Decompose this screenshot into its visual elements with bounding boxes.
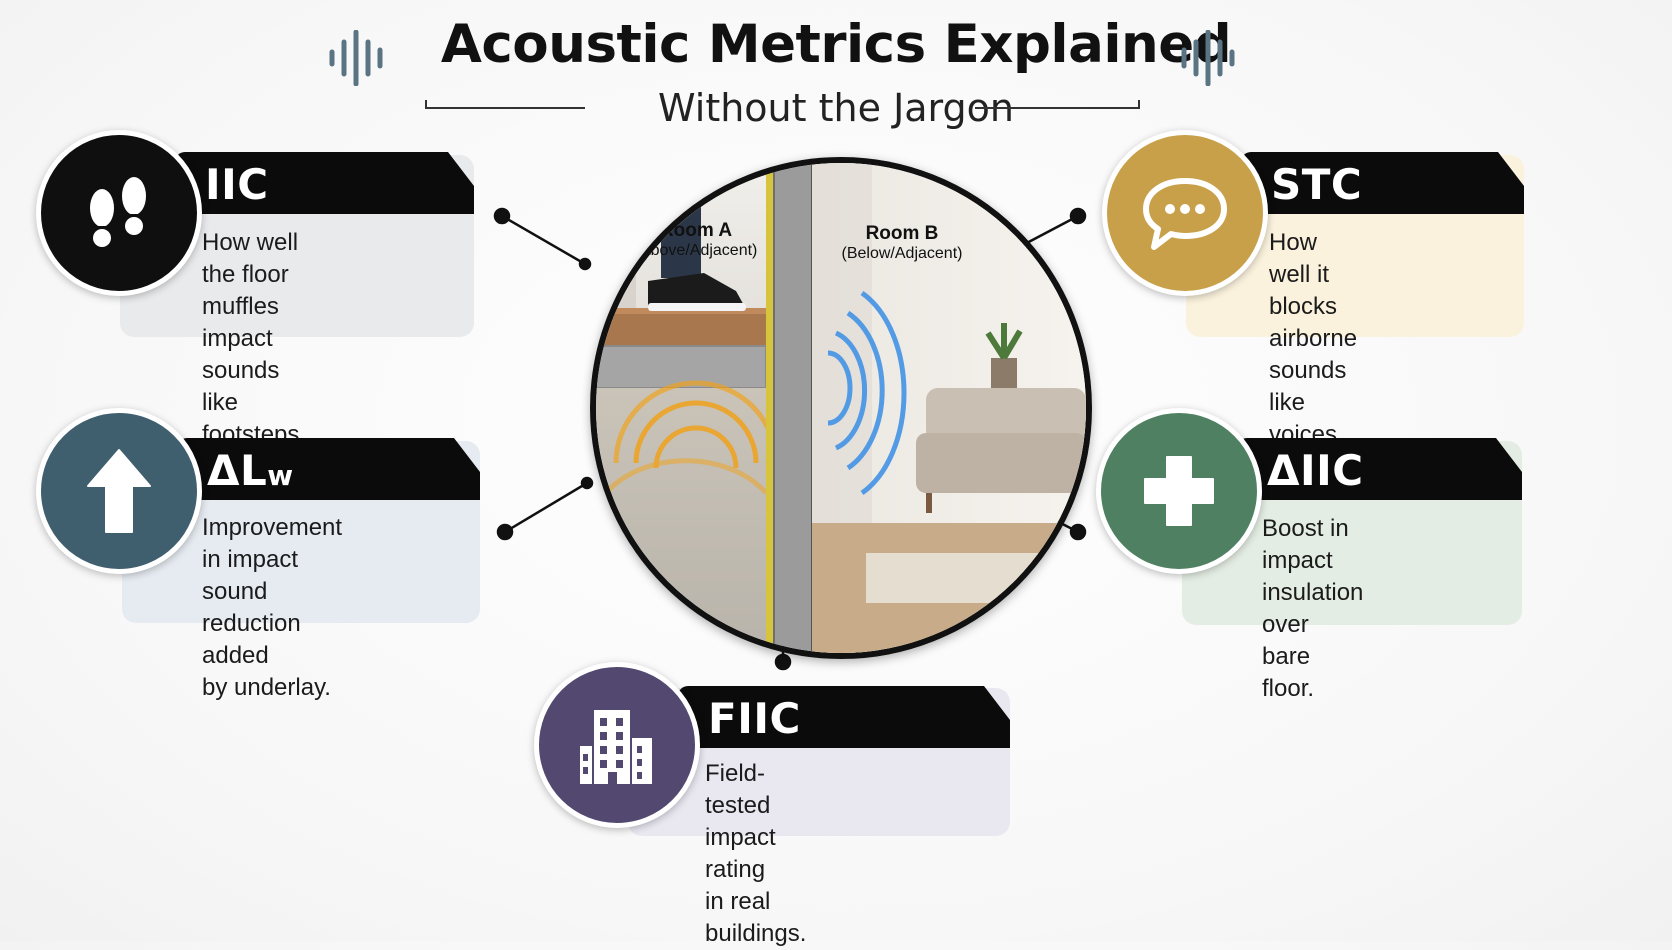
subtitle-rule-end	[1138, 100, 1140, 109]
metric-description: Field-tested impact rating in real build…	[705, 760, 807, 947]
metric-label: ΔLw	[207, 446, 294, 495]
plus-icon	[1144, 456, 1214, 526]
building-icon	[580, 710, 652, 784]
metric-label: IIC	[205, 160, 269, 209]
card-tab: IIC	[175, 152, 474, 214]
metric-label: STC	[1271, 160, 1363, 209]
card-tab: ΔIIC	[1237, 438, 1522, 500]
card-tab: ΔLw	[177, 438, 480, 500]
room-cross-section: Room A (Above/Adjacent) Room B (Below/Ad…	[590, 157, 1092, 659]
room-a-sub: (Above/Adjacent)	[634, 242, 758, 259]
room-b-name: Room B	[865, 223, 939, 244]
subtitle-rule-right	[975, 107, 1140, 109]
speech-bubble-icon	[1143, 178, 1227, 250]
page-subtitle: Without the Jargon	[658, 86, 1014, 130]
footprints-icon	[90, 177, 146, 247]
header: Acoustic Metrics Explained Without the J…	[0, 0, 1672, 140]
metric-label: ΔIIC	[1267, 446, 1364, 495]
sound-wave-icon	[329, 30, 383, 86]
badge	[1102, 130, 1268, 296]
metric-description: Improvement in impact sound reduction ad…	[202, 514, 343, 701]
room-b-label: Room B (Below/Adjacent)	[832, 223, 972, 263]
card-tab: FIIC	[678, 686, 1010, 748]
subtitle-rule-left	[425, 107, 585, 109]
metric-label-subscript: w	[267, 459, 294, 492]
badge	[534, 662, 700, 828]
card-tab: STC	[1241, 152, 1524, 214]
room-a-label: Room A (Above/Adjacent)	[626, 220, 766, 260]
sound-wave-icon	[1181, 30, 1235, 86]
badge	[36, 130, 202, 296]
up-arrow-icon	[87, 449, 151, 533]
badge	[1096, 408, 1262, 574]
metric-description: Boost in impact insulation over bare flo…	[1262, 515, 1364, 702]
room-a-name: Room A	[659, 220, 733, 241]
subtitle-rule-end	[425, 100, 427, 109]
badge	[36, 408, 202, 574]
metric-label-main: ΔL	[207, 446, 268, 495]
room-b-sub: (Below/Adjacent)	[841, 245, 963, 262]
metric-label: FIIC	[708, 694, 801, 743]
page-title: Acoustic Metrics Explained	[440, 14, 1232, 75]
